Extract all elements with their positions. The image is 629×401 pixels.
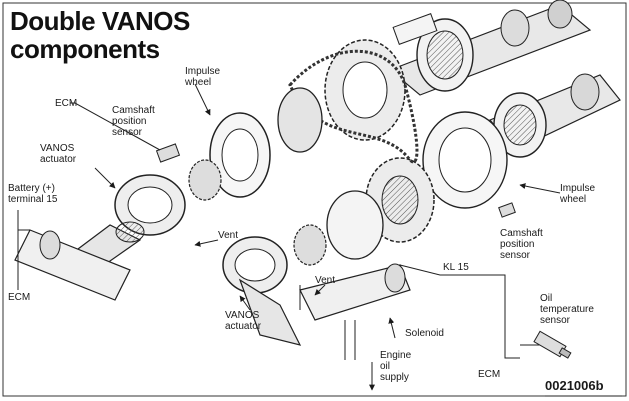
label-solenoid: Solenoid (405, 328, 444, 339)
upper-camshaft (388, 0, 592, 96)
upper-impulse-wheel (209, 112, 271, 198)
label-vent-top: Vent (218, 230, 239, 241)
lower-thrust-plate (326, 190, 384, 260)
diagram-frame (2, 2, 627, 397)
lower-helical-gear (293, 224, 327, 266)
diagram-title-line1: Double VANOS (10, 6, 190, 36)
label-battery-terminal: Battery (+) terminal 15 (8, 183, 58, 205)
label-vanos-actuator-lower: VANOS actuator (225, 310, 262, 332)
upper-helical-gear (188, 159, 222, 201)
wiring (17, 102, 540, 391)
lower-solenoid (299, 263, 411, 321)
label-oil-temperature-sensor: Oil temperature sensor (540, 293, 594, 326)
label-ecm-left: ECM (8, 292, 31, 303)
leader-lines (94, 83, 561, 339)
right-impulse-wheel (422, 111, 508, 209)
upper-solenoid (14, 229, 131, 301)
label-vanos-actuator-top: VANOS actuator (40, 143, 77, 165)
label-ecm-bottom: ECM (478, 369, 501, 380)
timing-chain (288, 49, 419, 164)
label-camshaft-sensor-top: Camshaft position sensor (112, 105, 155, 138)
label-impulse-wheel-top: Impulse wheel (185, 66, 221, 88)
label-engine-oil-supply: Engine oil supply (380, 350, 412, 383)
label-vent-lower: Vent (315, 275, 336, 286)
figure-code: 0021006b (545, 378, 604, 393)
diagram-title-line2: components (10, 34, 160, 64)
lower-vanos-actuator (222, 236, 302, 346)
label-kl15: KL 15 (443, 262, 469, 273)
lower-camshaft (489, 73, 621, 158)
intermediate-hub (277, 87, 323, 153)
label-impulse-wheel-right: Impulse wheel (560, 183, 596, 205)
label-camshaft-sensor-right: Camshaft position sensor (500, 228, 543, 261)
upper-sprocket (324, 39, 406, 141)
right-camshaft-sensor (498, 202, 516, 218)
oil-temperature-sensor (533, 330, 572, 359)
label-ecm-top: ECM (55, 98, 78, 109)
upper-camshaft-sensor (155, 143, 181, 163)
